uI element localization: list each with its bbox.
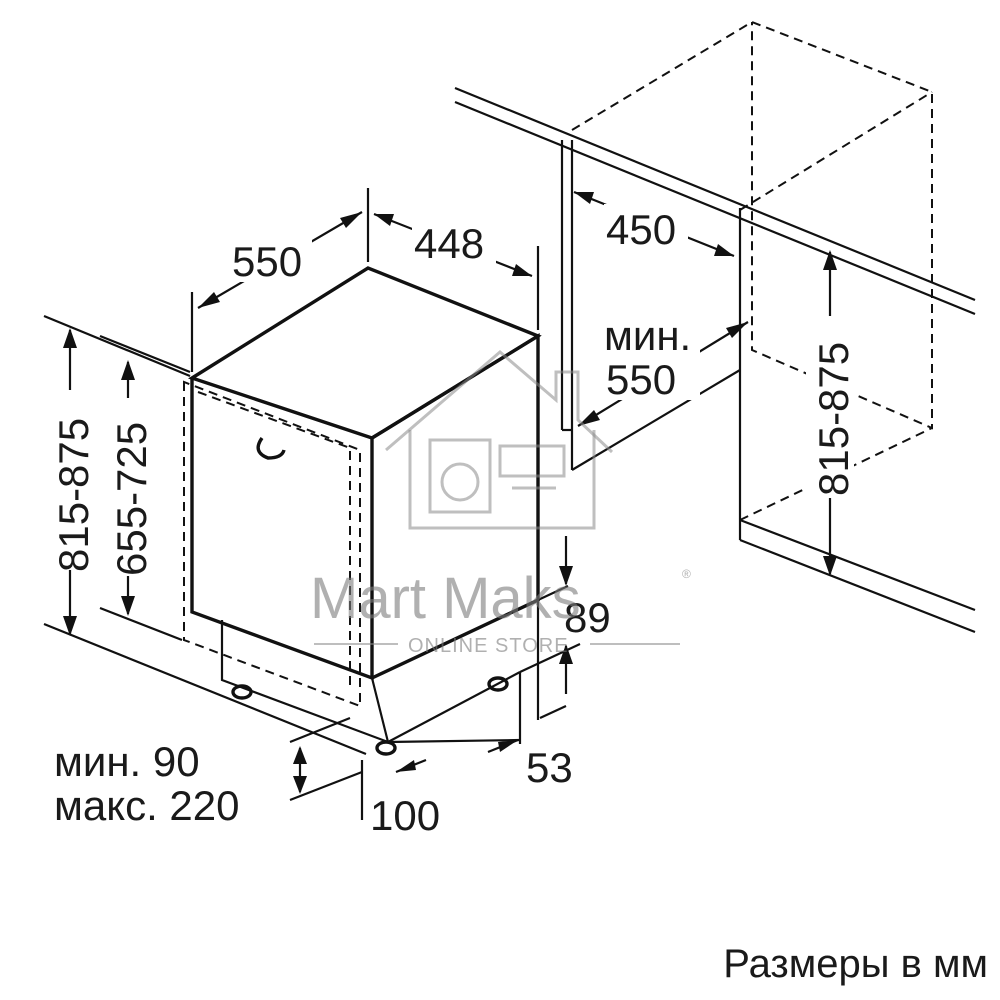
watermark-washer-box: [428, 438, 492, 514]
dimension-plinth-heights: 89 53: [387, 536, 611, 791]
watermark-house-walls: [408, 430, 596, 530]
door-handle: [256, 437, 286, 460]
niche-floor-line: [571, 369, 741, 471]
dim-53-arrow: [498, 740, 518, 752]
front-panel-inner-dashed: [197, 391, 351, 690]
depth-label-bg: [228, 236, 312, 282]
dim-89-arrow: [559, 566, 573, 586]
dim-89-arrow-lower: [559, 644, 573, 664]
plinth-corner: [370, 677, 390, 743]
countertop-edge-top: [454, 86, 976, 302]
plinth-side: [387, 671, 521, 743]
body-height-label: 655-725: [108, 422, 155, 576]
plinth-height-label: 89: [564, 594, 611, 641]
niche-depth-label-line1: мин.: [604, 312, 691, 359]
plinth-front: [220, 620, 389, 744]
body-height-arrow-top: [121, 360, 135, 380]
niche-width-label-bg: [604, 204, 688, 250]
plinth-ref-a: [289, 716, 351, 744]
foot-front-left: [231, 684, 253, 700]
width-arrow-start: [374, 214, 394, 226]
dimension-plinth-depth: 100 мин. 90 макс. 220: [54, 716, 440, 839]
plinth-ref-bottom: [387, 738, 521, 744]
height-ref-bottom-inner: [99, 606, 183, 642]
units-note: Размеры в мм: [723, 942, 988, 986]
body-height-label-bg: [104, 398, 152, 576]
dim-100-arrow: [396, 760, 416, 772]
foot-front-right: [375, 740, 397, 756]
dimension-depth: 550: [190, 188, 370, 372]
dishwasher-top: [188, 266, 542, 440]
outer-height-label: 815-875: [50, 418, 97, 572]
niche-height-label: 815-875: [810, 342, 857, 496]
dimension-niche-height: 815-875: [806, 250, 857, 576]
height-ref-top-outer: [43, 314, 191, 378]
dimension-niche-width: 450: [573, 190, 735, 258]
plinth-depth-label: 100: [370, 792, 440, 839]
width-label: 448: [414, 220, 484, 267]
niche-height-label-bg: [806, 316, 854, 498]
plinth-min-label: мин. 90: [54, 738, 200, 785]
countertop-edge-bottom: [454, 100, 976, 316]
outer-height-arrow-bottom: [63, 616, 77, 636]
height-ref-top-inner: [99, 334, 191, 374]
cabinet-outline-dashed: [571, 20, 933, 430]
floor-edge-lower: [739, 538, 976, 634]
dimension-niche-depth: мин. 550: [577, 312, 749, 427]
watermark-appliance-panel: [498, 444, 566, 478]
outer-height-label-bg: [46, 390, 94, 570]
dishwasher-body: [183, 266, 542, 756]
niche-depth-label-bg: [600, 312, 700, 400]
plinth-depth-arrow-top: [293, 746, 307, 764]
watermark-brand: Mart Maks: [310, 566, 581, 631]
niche-width-arrow-start: [574, 192, 594, 204]
foot-offset-label: 53: [526, 744, 573, 791]
watermark-tagline: ONLINE STORE: [408, 635, 569, 657]
niche-depth-arrow-end: [726, 322, 748, 338]
niche-height-arrow-top: [823, 250, 837, 270]
watermark-registered: ®: [682, 567, 691, 581]
foot-back-right: [487, 676, 509, 692]
plinth-max-label: макс. 220: [54, 782, 240, 829]
floor-edge-upper: [739, 518, 976, 612]
dimension-left-heights: 815-875 655-725: [43, 314, 367, 756]
niche-width-label: 450: [606, 206, 676, 253]
watermark-washer-drum: [440, 462, 480, 502]
niche-cabinet: [454, 20, 976, 634]
plinth-ref-b: [289, 770, 363, 802]
dim-53-ref: [539, 705, 567, 719]
store-watermark: Mart Maks ® ONLINE STORE: [310, 350, 691, 657]
width-label-bg: [412, 218, 496, 264]
niche-height-arrow-bottom: [823, 556, 837, 576]
plinth-ref-mid: [519, 643, 581, 673]
depth-arrow-end: [340, 212, 362, 228]
niche-width-arrow-end: [714, 244, 734, 256]
plinth-depth-arrow-bottom: [293, 776, 307, 794]
niche-depth-label-line2: 550: [606, 356, 676, 403]
niche-depth-arrow-start: [578, 410, 600, 426]
depth-label: 550: [232, 238, 302, 285]
dimension-width: 448: [373, 212, 540, 330]
dishwasher-front: [190, 378, 374, 681]
watermark-house-roof: [385, 350, 614, 454]
front-panel-outline-dashed: [183, 380, 361, 708]
body-height-arrow-bottom: [121, 596, 135, 616]
width-arrow-end: [512, 264, 532, 276]
cabinet-top-diagonal: [739, 91, 933, 211]
dishwasher-side: [371, 332, 540, 680]
outer-height-arrow-top: [63, 328, 77, 348]
depth-arrow-start: [198, 292, 220, 308]
plinth-ref-top: [537, 585, 569, 601]
